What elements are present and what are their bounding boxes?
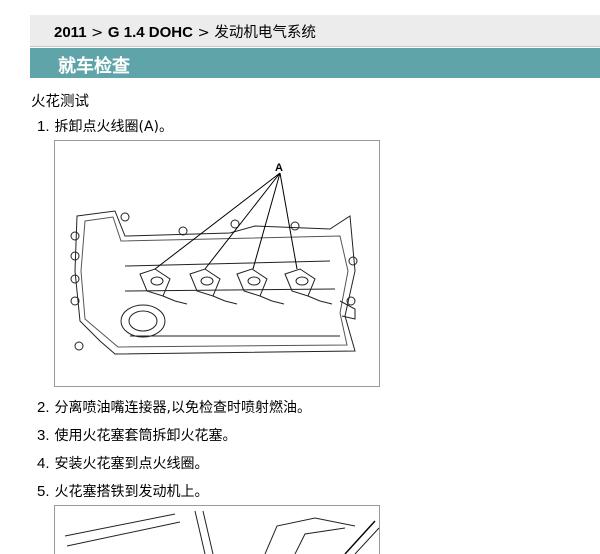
step-2: 2.分离喷油嘴连接器,以免检查时喷射燃油。 bbox=[37, 397, 311, 417]
breadcrumb-separator: > bbox=[197, 25, 210, 41]
subheading-spark-test: 火花测试 bbox=[31, 94, 89, 110]
step-5: 5.火花塞搭铁到发动机上。 bbox=[37, 481, 209, 501]
breadcrumb-separator: > bbox=[91, 25, 104, 41]
breadcrumb: 2011 > G 1.4 DOHC > 发动机电气系统 bbox=[54, 21, 316, 42]
step-3: 3.使用火花塞套筒拆卸火花塞。 bbox=[37, 425, 237, 445]
step-text: 火花塞搭铁到发动机上。 bbox=[54, 484, 209, 500]
step-number: 5. bbox=[37, 483, 50, 500]
step-number: 2. bbox=[37, 399, 50, 416]
spark-plug-illustration bbox=[64, 510, 379, 554]
breadcrumb-engine[interactable]: G 1.4 DOHC bbox=[107, 24, 193, 41]
step-text: 安装火花塞到点火线圈。 bbox=[54, 456, 209, 472]
section-title: 就车检查 bbox=[58, 56, 130, 77]
step-4: 4.安装火花塞到点火线圈。 bbox=[37, 453, 209, 473]
step-text: 使用火花塞套筒拆卸火花塞。 bbox=[54, 428, 237, 444]
step-text: 分离喷油嘴连接器,以免检查时喷射燃油。 bbox=[54, 400, 311, 416]
callout-label-a: A bbox=[275, 162, 283, 174]
step-number: 1. bbox=[37, 118, 50, 135]
engine-illustration: A bbox=[70, 162, 358, 355]
breadcrumb-year[interactable]: 2011 bbox=[54, 24, 87, 41]
step-text: 拆卸点火线圈(A)。 bbox=[54, 119, 174, 135]
step-1: 1.拆卸点火线圈(A)。 bbox=[37, 116, 173, 136]
step-number: 4. bbox=[37, 455, 50, 472]
breadcrumb-bar: 2011 > G 1.4 DOHC > 发动机电气系统 bbox=[30, 15, 600, 47]
breadcrumb-system[interactable]: 发动机电气系统 bbox=[214, 25, 316, 41]
ignition-coil-diagram: A bbox=[54, 140, 380, 387]
section-header: 就车检查 bbox=[30, 48, 600, 78]
step-number: 3. bbox=[37, 427, 50, 444]
spark-plug-ground-diagram bbox=[54, 505, 380, 554]
